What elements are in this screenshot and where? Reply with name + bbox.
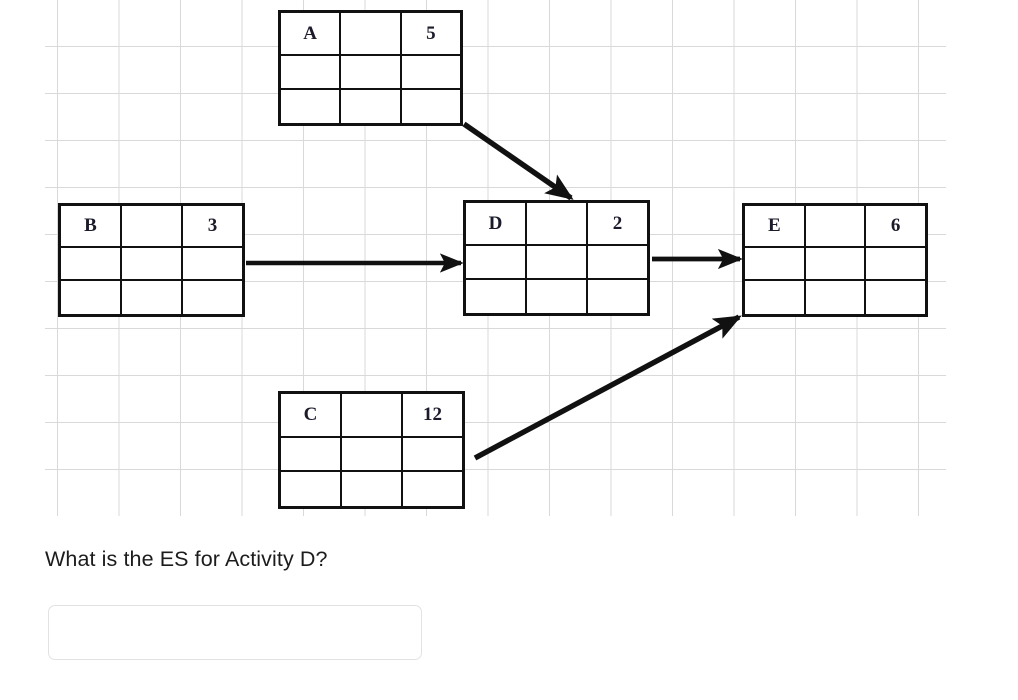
- node-d-bottom-mid: [525, 279, 588, 313]
- node-a-row-top: A 5: [281, 13, 460, 57]
- node-a-bottom-right: [402, 90, 460, 123]
- node-b-label: B: [84, 215, 97, 237]
- node-d-duration: 2: [612, 212, 623, 234]
- node-e-row-bottom: [745, 281, 925, 314]
- node-d-mid-mid: [525, 246, 588, 278]
- node-b-row-top: B 3: [61, 206, 242, 249]
- node-e-mid-mid: [803, 248, 867, 280]
- node-a-mid-mid: [339, 56, 402, 88]
- node-b-bottom-right: [183, 281, 242, 314]
- node-d-bottom-left: [466, 280, 525, 313]
- node-e-duration: 6: [890, 215, 901, 237]
- node-a-row-bottom: [281, 89, 460, 123]
- node-c-row-bottom: [281, 472, 462, 506]
- node-b-mid-mid: [120, 248, 183, 280]
- activity-node-a: A 5: [278, 10, 463, 126]
- node-e-mid-right: [866, 248, 925, 279]
- node-a-top-mid: [339, 13, 402, 55]
- activity-node-b: B 3: [58, 203, 245, 317]
- node-e-row-mid: [745, 248, 925, 282]
- node-e-bottom-mid: [803, 281, 867, 314]
- node-e-row-top: E 6: [745, 206, 925, 249]
- node-a-bottom-left: [281, 90, 339, 123]
- node-b-row-mid: [61, 248, 242, 282]
- node-c-top-mid: [340, 394, 403, 436]
- node-c-bottom-left: [281, 472, 340, 506]
- node-c-row-mid: [281, 437, 462, 473]
- node-e-top-mid: [803, 206, 867, 247]
- node-c-label: C: [303, 403, 318, 425]
- answer-input[interactable]: [48, 605, 422, 660]
- node-c-bottom-mid: [340, 472, 403, 506]
- node-a-row-mid: [281, 56, 460, 90]
- node-d-row-bottom: [466, 279, 647, 313]
- network-diagram: A 5 B 3: [45, 0, 946, 516]
- node-e-bottom-left: [745, 281, 804, 314]
- node-d-bottom-right: [588, 280, 647, 313]
- node-a-label: A: [303, 22, 318, 44]
- activity-node-d: D 2: [463, 200, 650, 316]
- question-prompt: What is the ES for Activity D?: [45, 547, 328, 571]
- node-b-bottom-mid: [120, 281, 183, 314]
- node-d-mid-right: [588, 246, 647, 278]
- node-c-row-top: C 12: [281, 394, 462, 438]
- node-e-bottom-right: [866, 281, 925, 314]
- activity-node-c: C 12: [278, 391, 465, 509]
- node-d-row-mid: [466, 246, 647, 280]
- node-d-mid-left: [466, 246, 525, 278]
- node-b-bottom-left: [61, 281, 120, 314]
- node-c-mid-left: [281, 438, 340, 470]
- node-b-mid-left: [61, 248, 120, 279]
- node-c-bottom-right: [403, 472, 462, 506]
- activity-node-e: E 6: [742, 203, 928, 317]
- node-b-row-bottom: [61, 281, 242, 314]
- node-a-bottom-mid: [339, 89, 402, 123]
- node-c-duration: 12: [423, 403, 442, 425]
- node-d-row-top: D 2: [466, 203, 647, 247]
- node-e-mid-left: [745, 248, 804, 279]
- node-c-mid-mid: [340, 437, 403, 471]
- node-a-mid-right: [402, 56, 460, 88]
- node-a-duration: 5: [426, 22, 436, 44]
- node-c-mid-right: [403, 438, 462, 470]
- node-b-mid-right: [183, 248, 242, 279]
- node-b-top-mid: [120, 206, 183, 247]
- node-d-label: D: [488, 212, 503, 234]
- node-a-mid-left: [281, 56, 339, 88]
- node-e-label: E: [767, 215, 781, 237]
- node-b-duration: 3: [207, 215, 218, 237]
- node-d-top-mid: [525, 203, 588, 245]
